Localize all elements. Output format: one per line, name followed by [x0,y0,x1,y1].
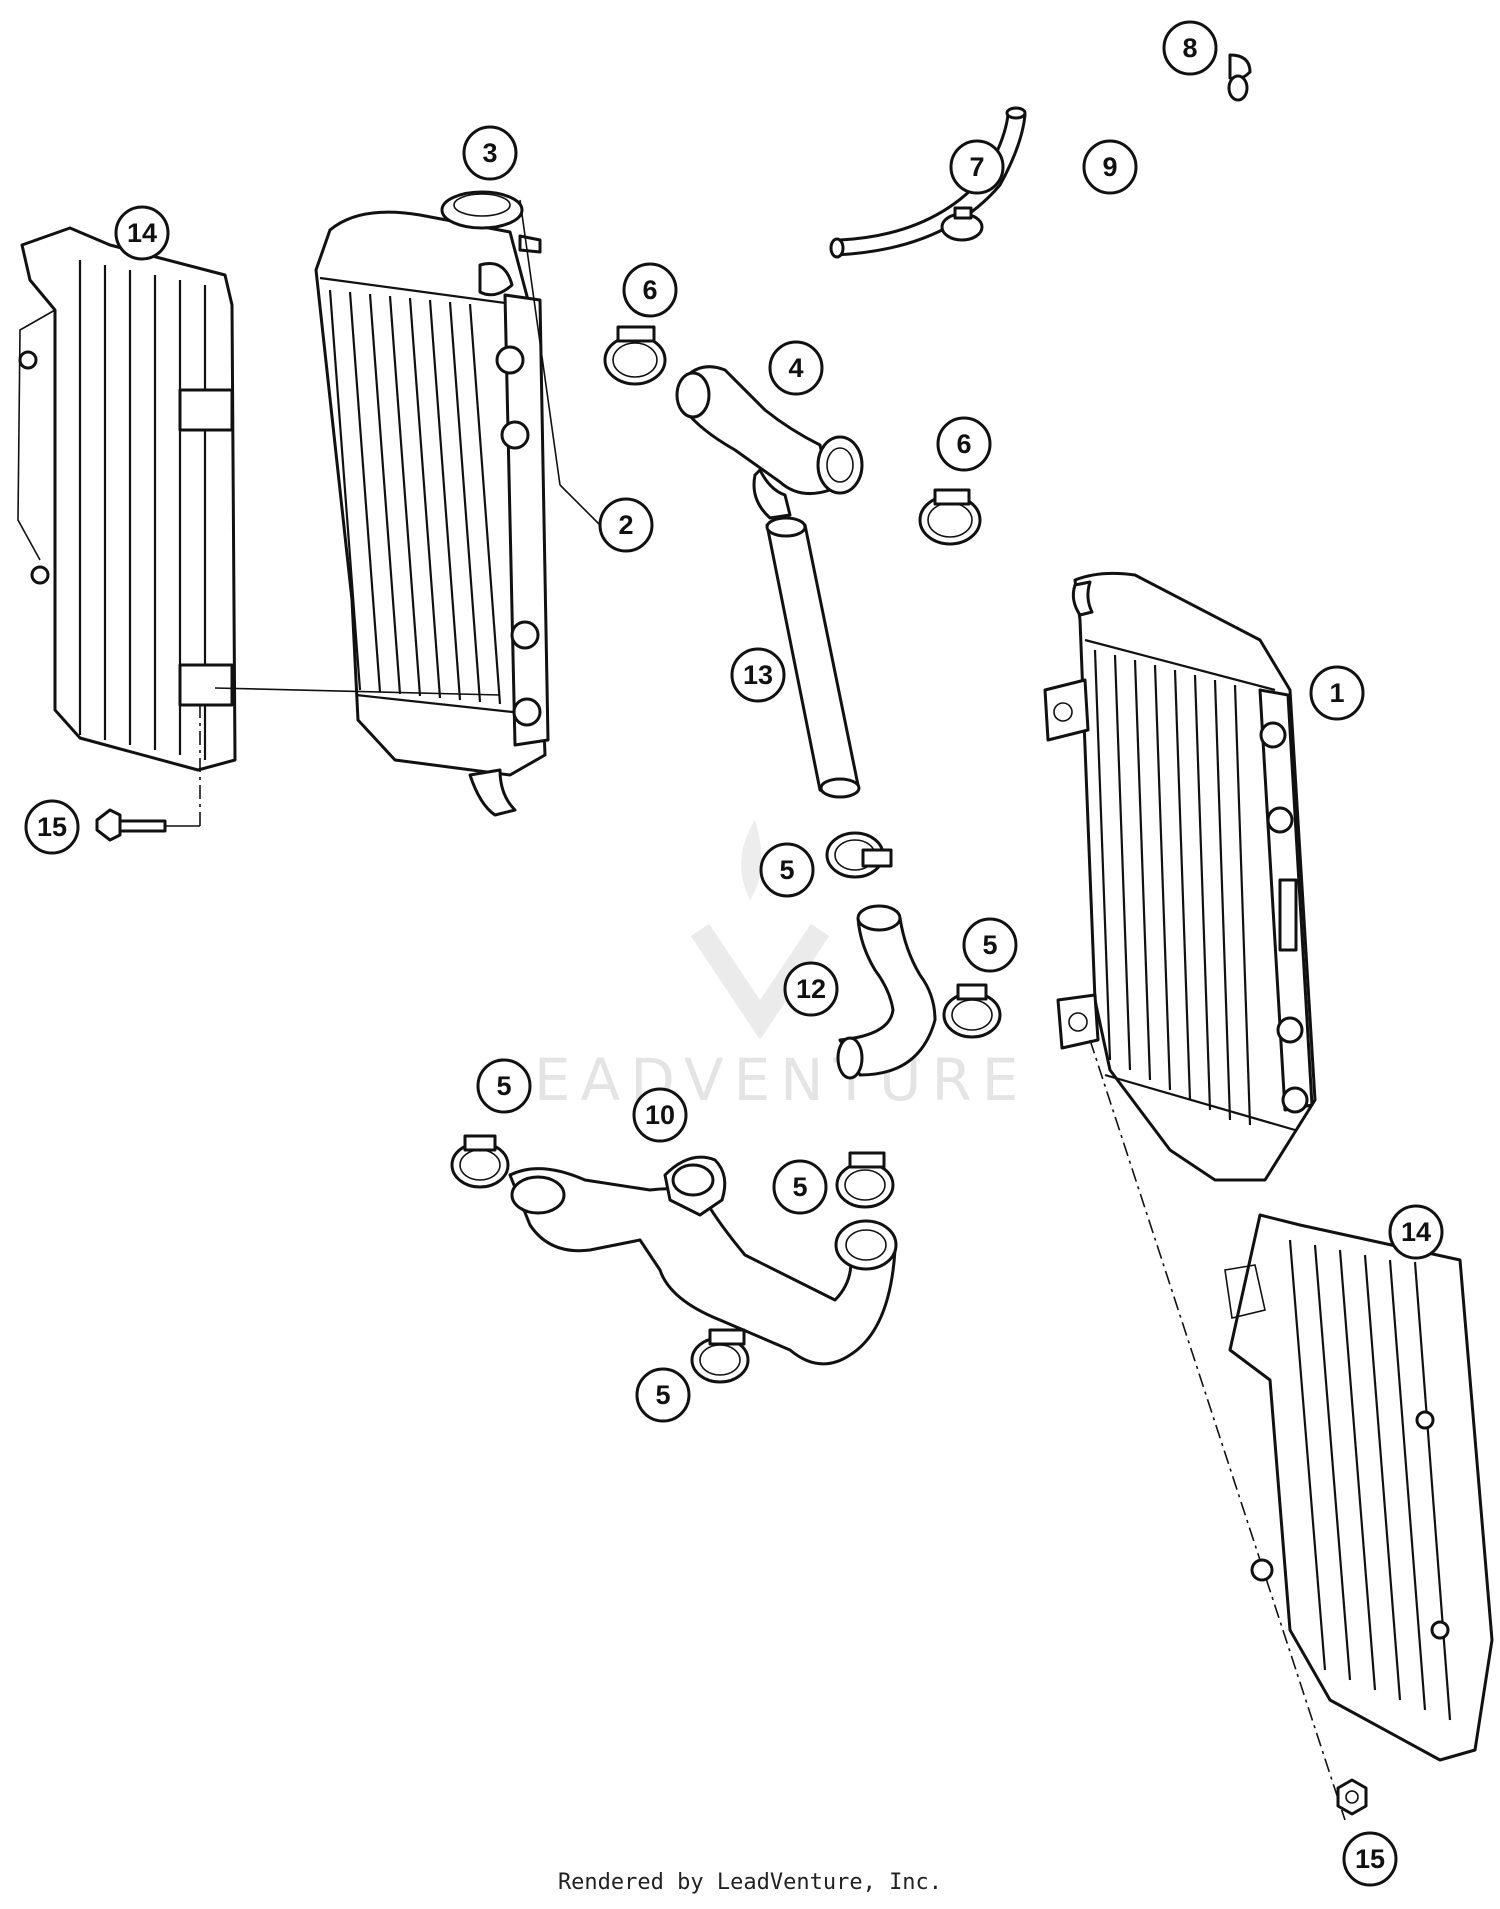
callout-label: 8 [1182,33,1197,63]
callout-part-1[interactable]: 1 [1309,665,1365,721]
hose-clamp-1[interactable] [825,831,893,879]
callout-label: 2 [618,510,633,540]
callout-part-3[interactable]: 3 [462,125,518,181]
callout-part-15-b[interactable]: 15 [1342,1831,1398,1887]
hose-clamp-2[interactable] [942,983,1002,1039]
callout-label: 1 [1329,678,1344,708]
hose-y-fitting[interactable] [675,365,864,520]
callout-part-5-b[interactable]: 5 [962,917,1018,973]
hose-clamp-upper-left[interactable] [603,325,667,386]
callout-label: 5 [655,1380,670,1410]
callout-label: 5 [779,855,794,885]
callout-part-7[interactable]: 7 [949,139,1005,195]
callout-part-6-b[interactable]: 6 [936,416,992,472]
callout-part-12[interactable]: 12 [783,961,839,1017]
callout-part-15-a[interactable]: 15 [24,799,80,855]
callout-label: 5 [496,1071,511,1101]
callout-label: 7 [969,152,984,182]
callout-label: 6 [642,275,657,305]
callout-part-2[interactable]: 2 [598,497,654,553]
callout-label: 14 [1401,1217,1431,1247]
hose-elbow[interactable] [836,904,937,1080]
callout-part-10[interactable]: 10 [632,1087,688,1143]
pipe-straight[interactable] [765,516,861,799]
callout-label: 15 [37,812,67,842]
hose-clamp-small[interactable] [940,206,984,242]
callout-part-8[interactable]: 8 [1162,20,1218,76]
callout-part-9[interactable]: 9 [1082,139,1138,195]
callout-label: 4 [788,353,803,383]
callout-label: 13 [743,660,773,690]
bolt-left[interactable] [95,705,201,842]
callout-part-4[interactable]: 4 [768,340,824,396]
hose-fitting[interactable] [1227,53,1252,102]
callout-label: 5 [982,930,997,960]
watermark-text: LEADVENTURE [492,1046,1029,1114]
callout-part-14-b[interactable]: 14 [1388,1204,1444,1260]
hose-clamp-upper-right[interactable] [918,488,982,546]
hose-clamp-4[interactable] [835,1151,895,1209]
callout-part-5-d[interactable]: 5 [772,1159,828,1215]
radiator-left[interactable] [214,210,550,817]
radiator-shroud-left[interactable] [17,226,237,772]
callout-part-5-c[interactable]: 5 [476,1058,532,1114]
callout-label: 9 [1102,152,1117,182]
hose-lower-assembly[interactable] [508,1155,898,1366]
hose-clamp-5[interactable] [690,1328,750,1384]
footer-credit: Rendered by LeadVenture, Inc. [557,1870,943,1895]
hose-clamp-3[interactable] [450,1134,510,1189]
callout-label: 6 [956,429,971,459]
callout-label: 14 [127,218,157,248]
callout-label: 12 [796,974,826,1004]
callout-label: 5 [792,1172,807,1202]
nut-right[interactable] [1336,1778,1368,1816]
callout-part-6-a[interactable]: 6 [622,262,678,318]
callout-label: 10 [645,1100,675,1130]
radiator-right[interactable] [1043,571,1346,1821]
callout-part-13[interactable]: 13 [730,647,786,703]
callout-part-14-a[interactable]: 14 [114,205,170,261]
callout-part-5-a[interactable]: 5 [759,842,815,898]
callout-label: 15 [1355,1844,1385,1874]
watermark: LEADVENTURE [492,820,1029,1114]
callout-part-5-e[interactable]: 5 [635,1367,691,1423]
callout-label: 3 [482,138,497,168]
leader-lines [519,199,601,526]
radiator-shroud-right[interactable] [1224,1213,1494,1762]
